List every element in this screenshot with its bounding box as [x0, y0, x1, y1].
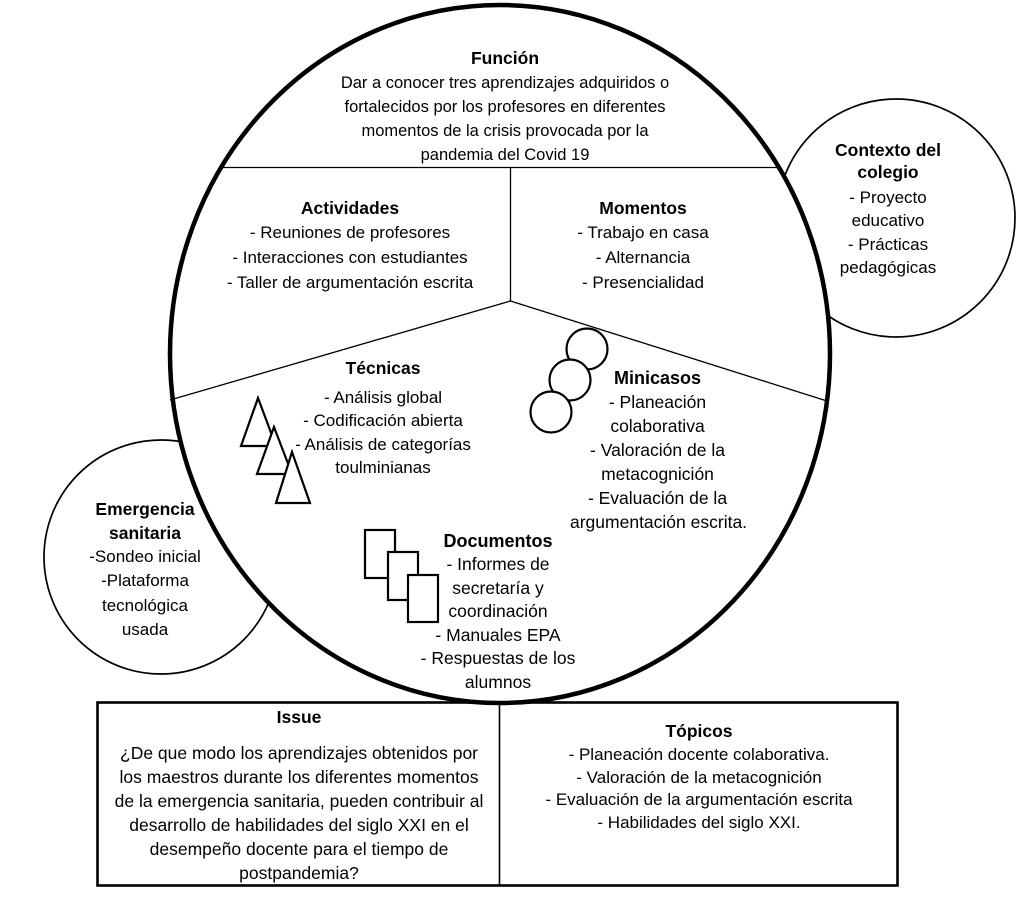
triangle-shape: [239, 394, 278, 448]
triangle-shape: [255, 423, 294, 476]
minicasos-section: Minicasos - Planeación colaborativa - Va…: [570, 366, 748, 534]
emergencia-list: -Sondeo inicial -Plataforma tecnológica …: [60, 545, 230, 643]
circle-shape: [548, 358, 592, 402]
contexto-title: Contexto del colegio: [813, 139, 963, 183]
divider-diagonal-right: [510, 300, 828, 402]
list-item: - Análisis global: [323, 388, 443, 407]
list-item: - Valoración de la: [590, 440, 725, 460]
topicos-list: - Planeación docente colaborativa. - Val…: [502, 744, 896, 834]
list-item: - Respuestas de los: [420, 648, 576, 669]
list-item-wrap: usada: [121, 620, 169, 640]
documentos-section: Documentos - Informes de secretaría y co…: [413, 530, 583, 695]
momentos-title: Momentos: [599, 198, 687, 218]
bottom-table-border: [96, 701, 899, 887]
list-item: - Manuales EPA: [435, 624, 561, 645]
list-item-wrap: tecnológica: [101, 595, 188, 615]
list-item: - Planeación: [608, 392, 707, 412]
funcion-line: Dar a conocer tres aprendizajes adquirid…: [340, 74, 670, 92]
list-item: - Prácticas: [847, 234, 929, 254]
list-item: - Reuniones de profesores: [249, 223, 451, 242]
documentos-list: - Informes de secretaría y coordinación …: [413, 553, 583, 695]
list-item: - Habilidades del siglo XXI.: [597, 812, 801, 832]
emergencia-section: Emergencia sanitaria -Sondeo inicial -Pl…: [60, 497, 230, 643]
list-item-wrap: metacognición: [601, 464, 714, 484]
issue-title: Issue: [276, 707, 322, 727]
actividades-title: Actividades: [300, 198, 400, 218]
list-item: -Sondeo inicial: [89, 547, 201, 566]
topicos-title: Tópicos: [665, 721, 733, 741]
list-item: - Evaluación de la: [587, 488, 728, 508]
list-item: - Valoración de la metacognición: [576, 767, 822, 787]
tecnicas-list: - Análisis global - Codificación abierta…: [268, 386, 498, 480]
list-item-wrap: secretaría y: [452, 577, 544, 598]
list-item: -Plataforma: [101, 571, 189, 591]
contexto-section: Contexto del colegio - Proyecto educativ…: [813, 139, 963, 280]
funcion-line: pandemia del Covid 19: [420, 146, 590, 164]
issue-line: desempeño docente para el tiempo de: [149, 839, 449, 859]
circles-icon: [529, 327, 609, 434]
list-item: - Alternancia: [595, 248, 691, 267]
list-item: - Interacciones con estudiantes: [232, 248, 468, 267]
title-line: Emergencia: [95, 499, 195, 519]
document-shape: [406, 573, 440, 624]
list-item: - Evaluación de la argumentación escrita: [545, 790, 853, 810]
title-line: Contexto del: [835, 140, 941, 160]
list-item-wrap: coordinación: [448, 601, 548, 622]
list-item: - Trabajo en casa: [577, 223, 709, 242]
list-item-wrap: alumnos: [464, 671, 532, 692]
circle-shape: [529, 390, 573, 434]
funcion-title: Función: [470, 48, 540, 68]
triangle-shape: [274, 448, 312, 505]
funcion-section: Función Dar a conocer tres aprendizajes …: [330, 47, 680, 167]
list-item: - Informes de: [446, 554, 550, 574]
actividades-section: Actividades - Reuniones de profesores - …: [205, 196, 495, 295]
topicos-cell: Tópicos - Planeación docente colaborativ…: [502, 721, 896, 834]
list-item-wrap: toulminianas: [335, 458, 431, 478]
issue-cell: Issue ¿De que modo los aprendizajes obte…: [101, 707, 497, 885]
issue-line: ¿De que modo los aprendizajes obtenidos …: [120, 743, 478, 763]
list-item: - Codificación abierta: [303, 411, 463, 431]
divider-diagonal-left: [169, 300, 511, 401]
title-line: sanitaria: [109, 523, 181, 543]
list-item: - Planeación docente colaborativa.: [568, 745, 830, 764]
issue-line: los maestros durante los diferentes mome…: [119, 767, 479, 787]
title-line: colegio: [857, 162, 919, 182]
issue-line: de la emergencia sanitaria, pueden contr…: [114, 791, 484, 811]
issue-body: ¿De que modo los aprendizajes obtenidos …: [101, 741, 497, 885]
list-item-wrap: colaborativa: [610, 416, 705, 436]
actividades-list: - Reuniones de profesores - Interaccione…: [205, 220, 495, 295]
tecnicas-title: Técnicas: [345, 358, 421, 378]
list-item-wrap: pedagógicas: [839, 258, 937, 278]
funcion-body: Dar a conocer tres aprendizajes adquirid…: [330, 71, 680, 167]
list-item: - Proyecto: [849, 188, 927, 207]
documentos-title: Documentos: [443, 531, 553, 551]
section-dividers: [169, 166, 828, 402]
funcion-line: fortalecidos por los profesores en difer…: [344, 98, 666, 116]
minicasos-title: Minicasos: [613, 368, 702, 388]
list-item-wrap: argumentación escrita.: [570, 512, 748, 532]
table-outline: [96, 701, 899, 887]
list-item: - Análisis de categorías: [295, 434, 471, 454]
momentos-section: Momentos - Trabajo en casa - Alternancia…: [543, 196, 743, 295]
list-item-wrap: educativo: [851, 211, 925, 231]
tecnicas-section: Técnicas - Análisis global - Codificació…: [268, 357, 498, 480]
funcion-line: momentos de la crisis provocada por la: [361, 122, 649, 140]
issue-line: postpandemia?: [239, 863, 359, 883]
contexto-list: - Proyecto educativo - Prácticas pedagóg…: [813, 186, 963, 280]
list-item: - Taller de argumentación escrita: [226, 273, 474, 292]
documents-icon: [363, 528, 440, 624]
issue-line: desarrollo de habilidades del siglo XXI …: [129, 815, 469, 835]
minicasos-list: - Planeación colaborativa - Valoración d…: [570, 390, 748, 534]
momentos-list: - Trabajo en casa - Alternancia - Presen…: [543, 220, 743, 295]
triangles-icon: [239, 394, 312, 505]
list-item: - Presencialidad: [582, 273, 704, 292]
emergencia-title: Emergencia sanitaria: [60, 497, 230, 545]
